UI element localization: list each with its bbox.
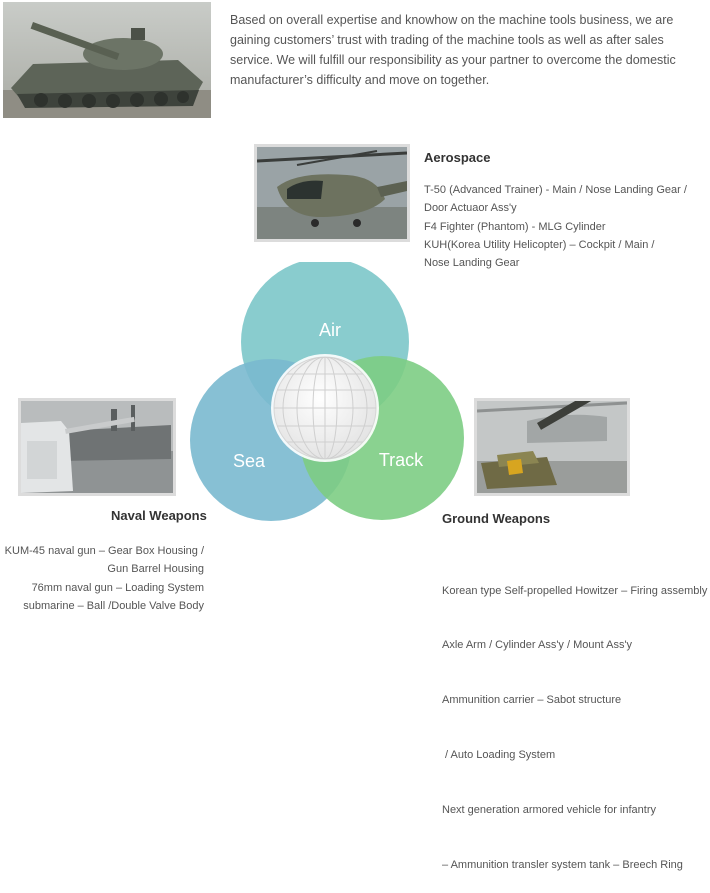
naval-line: 76mm naval gun – Loading System — [31, 581, 204, 594]
naval-title: Naval Weapons — [111, 508, 207, 523]
ground-line: / Auto Loading System — [442, 749, 556, 762]
aerospace-title: Aerospace — [424, 150, 491, 165]
air-sea-track-diagram: Air Sea Track — [190, 262, 470, 532]
naval-line: submarine – Ball /Double Valve Body — [23, 599, 204, 612]
aerospace-line: F4 Fighter (Phantom) - MLG Cylinder — [424, 220, 606, 233]
tank-photo — [3, 2, 211, 118]
ground-line: Next generation armored vehicle for infa… — [442, 804, 656, 817]
aerospace-line: T-50 (Advanced Trainer) - Main / Nose La… — [424, 184, 687, 196]
howitzer-photo — [474, 398, 630, 496]
ground-line: Ammunition carrier – Sabot structure — [442, 694, 622, 707]
aerospace-line: Door Actuaor Ass'y — [424, 202, 517, 215]
ground-line: Korean type Self-propelled Howitzer – Fi… — [442, 584, 708, 597]
venn-label-air: Air — [319, 320, 341, 340]
ground-line: Axle Arm / Cylinder Ass'y / Mount Ass'y — [442, 639, 633, 652]
naval-line: Gun Barrel Housing — [107, 563, 204, 576]
venn-label-sea: Sea — [233, 451, 266, 471]
aerospace-list: T-50 (Advanced Trainer) - Main / Nose La… — [424, 181, 704, 272]
ground-list: Korean type Self-propelled Howitzer – Fi… — [442, 545, 708, 893]
intro-text: Based on overall expertise and knowhow o… — [230, 13, 676, 87]
ground-line: – Ammunition transler system tank – Bree… — [442, 859, 683, 872]
helicopter-photo — [254, 144, 410, 242]
ground-title: Ground Weapons — [442, 511, 551, 526]
aerospace-line: KUH(Korea Utility Helicopter) – Cockpit … — [424, 238, 655, 251]
naval-line: KUM-45 naval gun – Gear Box Housing / — [4, 545, 204, 557]
aerospace-line: Nose Landing Gear — [424, 257, 520, 270]
naval-gun-photo — [18, 398, 176, 496]
naval-list: KUM-45 naval gun – Gear Box Housing / Gu… — [0, 542, 204, 615]
venn-label-track: Track — [379, 450, 424, 470]
globe-icon — [271, 354, 379, 462]
